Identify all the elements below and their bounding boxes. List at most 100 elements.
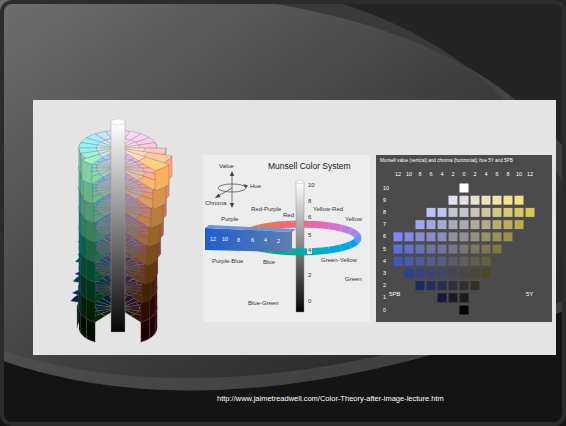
color-chip [405,257,414,266]
color-chip [438,269,447,278]
color-chip [449,232,458,241]
color-chip [427,245,436,254]
arrowhead [230,171,234,176]
color-chip [427,232,436,241]
chroma-slab [205,228,292,252]
solid-block [124,185,140,188]
color-chip [460,293,469,302]
solid-block [124,245,140,248]
color-chip [460,281,469,290]
solid-block [124,165,140,168]
hue-name: Yellow [345,216,362,223]
solid-block [123,282,138,287]
chroma-number: 0 [462,171,465,177]
color-chip [416,281,425,290]
value-number: 5 [383,246,386,252]
pole-cap [111,119,125,125]
color-chip [438,293,447,302]
solid-block [124,285,140,288]
value-number: 3 [383,270,386,276]
color-chip [449,281,458,290]
value-chroma-chart [376,155,552,322]
image-strip [33,100,556,355]
chroma-axis [218,188,232,196]
hue-ring [341,228,350,231]
munsell-solid [71,119,172,342]
color-chip [460,245,469,254]
axis-label: Value [219,163,234,170]
solid-block [97,222,113,227]
color-chip [504,208,513,217]
color-chip [460,196,469,205]
value-number: 6 [307,214,312,221]
value-number: 0 [307,298,312,305]
color-chip [460,232,469,241]
panel [376,155,552,322]
hue-name: Purple [221,216,238,223]
color-chip [438,232,447,241]
color-chip [493,208,502,217]
arrowhead [230,203,234,208]
chart-title: Munsell value (vertical) and chroma (hor… [380,158,513,163]
color-chip [460,220,469,229]
solid-side [86,258,95,282]
value-pole [296,182,304,312]
hue-name: Red-Purple [251,206,281,213]
color-chip [482,208,491,217]
color-chip [449,220,458,229]
color-chip [427,257,436,266]
color-chip [482,257,491,266]
chroma-number: 2 [277,238,280,244]
solid-block [97,205,113,208]
chroma-number: 8 [418,171,421,177]
hue-name: Purple-Blue [212,258,243,265]
hue-ring [356,238,358,242]
solid-block [123,302,138,307]
hue-ring [315,250,329,251]
color-chip [449,269,458,278]
color-chip [471,232,480,241]
color-chip [504,232,513,241]
solid-block [123,142,138,147]
hue-ring [329,226,341,228]
hue-ring [356,234,358,238]
value-axis [232,174,233,205]
value-number: 0 [383,307,386,313]
solid-block [97,165,113,168]
chroma-number: 6 [251,237,254,243]
chroma-number: 8 [237,237,240,243]
hue-name: Yellow-Red [313,206,343,213]
color-chip [438,220,447,229]
value-number: 9 [383,197,386,203]
chroma-number: 10 [222,236,228,242]
color-chip [460,306,469,315]
solid-block [82,155,104,165]
value-pole [111,122,125,332]
axis-label: Hue [250,183,261,190]
arrowhead [243,184,248,188]
chroma-number: 10 [516,171,522,177]
chroma-number: 12 [395,171,401,177]
color-chip [449,245,458,254]
color-chip [460,208,469,217]
color-chip [515,196,524,205]
solid-block [79,143,98,148]
chroma-number: 4 [264,237,267,243]
chroma-slab-top [205,225,296,232]
solid-block [97,265,113,268]
chroma-number: 4 [440,171,443,177]
hue-name: Blue [263,259,275,266]
color-chip [471,208,480,217]
value-number: 2 [307,272,312,279]
solid-block [96,305,113,308]
solid-block [123,182,138,187]
chroma-number: 2 [451,171,454,177]
pole-cap [296,181,304,184]
value-number: 8 [307,198,312,205]
value-number: 10 [307,182,316,189]
solid-block [123,222,138,227]
hue-ring [341,245,350,248]
color-chip [526,208,535,217]
